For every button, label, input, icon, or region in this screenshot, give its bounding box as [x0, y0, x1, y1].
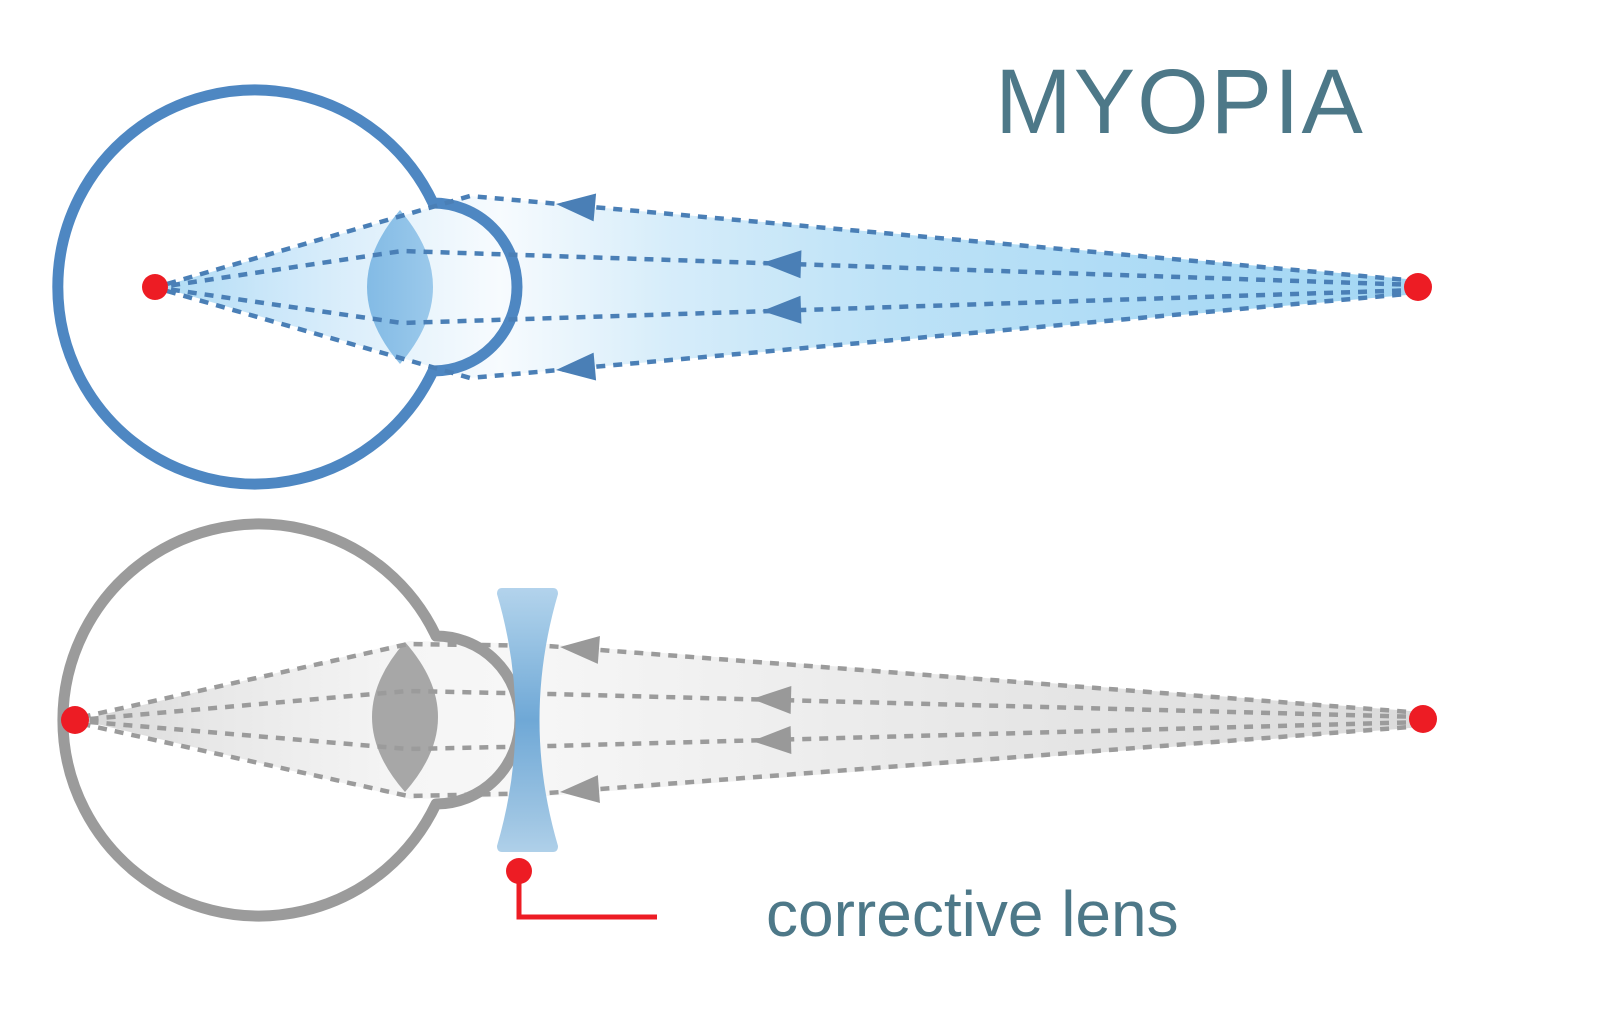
light-beam [160, 196, 1418, 378]
ray-arrowhead [762, 295, 802, 324]
ray-arrowhead [752, 685, 792, 714]
callout-dot [506, 858, 532, 884]
distant-object-dot [1404, 273, 1432, 301]
focal-point-dot [61, 706, 89, 734]
ray-arrowhead [556, 352, 597, 381]
ray-arrowhead [560, 635, 600, 664]
ray-arrowhead [556, 193, 597, 222]
light-ray [159, 248, 1419, 290]
ray-arrowheads [556, 193, 802, 381]
ray-arrowhead [762, 250, 802, 279]
callout-line [516, 883, 657, 920]
panel-myopic-eye-uncorrected [52, 84, 1432, 490]
page-title: MYOPIA [995, 51, 1365, 153]
ray-arrowheads [560, 635, 792, 804]
distant-object-dot [1409, 705, 1437, 733]
light-ray [159, 285, 1419, 326]
panel-myopic-eye-corrected: corrective lens [57, 518, 1437, 950]
crystalline-lens [372, 642, 438, 792]
light-rays [159, 193, 1419, 381]
light-ray [77, 688, 1424, 723]
light-ray [77, 718, 1424, 752]
ray-arrowhead [560, 775, 600, 804]
eye-outline [52, 84, 523, 490]
ray-arrowhead [752, 725, 792, 754]
corrective-lens-label: corrective lens [766, 878, 1179, 950]
corrective-lens [497, 588, 558, 852]
light-beam [80, 641, 1423, 799]
light-rays [77, 641, 1424, 799]
focal-point-dot [142, 274, 168, 300]
corrective-lens-callout: corrective lens [506, 858, 1179, 950]
crystalline-lens [367, 210, 433, 364]
